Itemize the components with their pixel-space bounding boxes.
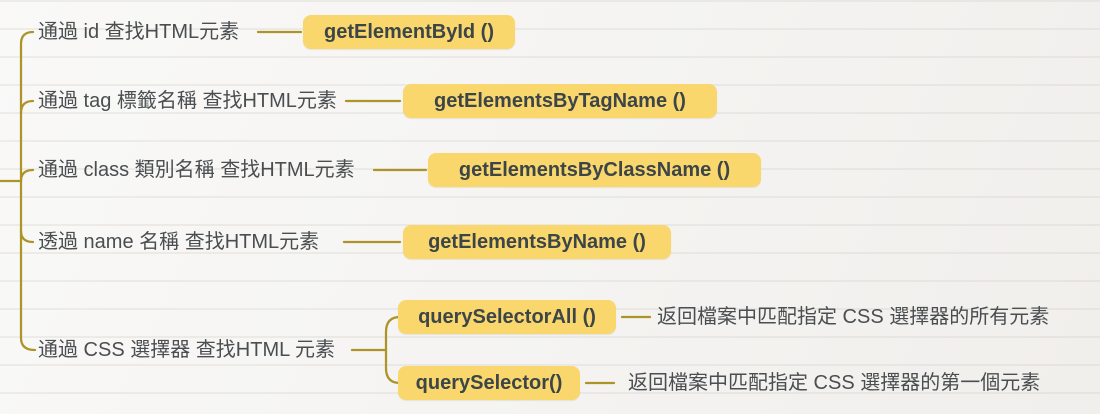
node-getelementsbyname: getElementsByName () <box>403 225 671 259</box>
branch-label-tag: 通過 tag 標籤名稱 查找HTML元素 <box>38 90 337 112</box>
description-queryselectorall: 返回檔案中匹配指定 CSS 選擇器的所有元素 <box>657 306 1050 328</box>
connector-branch-4 <box>19 229 35 244</box>
node-getelementsbytagname: getElementsByTagName () <box>403 84 717 118</box>
node-getelementsbyclassname: getElementsByClassName () <box>428 153 761 187</box>
node-queryselector: querySelector() <box>398 366 580 400</box>
connector-subtrunk-5 <box>384 315 402 385</box>
node-getelementbyid: getElementById () <box>303 15 515 49</box>
connector-branch-2 <box>19 99 35 115</box>
branch-label-name: 透過 name 名稱 查找HTML元素 <box>38 231 320 253</box>
connector-trunk <box>19 30 37 352</box>
node-queryselectorall: querySelectorAll () <box>398 300 616 334</box>
description-queryselector: 返回檔案中匹配指定 CSS 選擇器的第一個元素 <box>628 372 1041 394</box>
branch-label-id: 通過 id 查找HTML元素 <box>38 21 240 43</box>
branch-label-class: 通過 class 類別名稱 查找HTML元素 <box>38 159 355 181</box>
branch-label-css-selector: 通過 CSS 選擇器 查找HTML 元素 <box>38 339 336 361</box>
connector-branch-3 <box>19 168 35 183</box>
